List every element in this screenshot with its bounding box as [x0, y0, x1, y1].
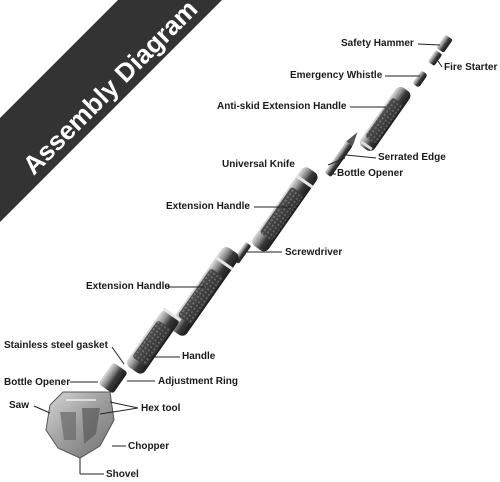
- label-bottle-opener-top: Bottle Opener: [337, 168, 404, 179]
- anti-skid-handle-part: [359, 86, 411, 151]
- label-hex-tool: Hex tool: [141, 403, 181, 414]
- safety-hammer-part: [428, 35, 453, 66]
- universal-knife-part: [325, 132, 358, 177]
- label-handle: Handle: [182, 351, 216, 362]
- label-shovel: Shovel: [106, 469, 139, 480]
- label-chopper: Chopper: [128, 441, 170, 452]
- label-stainless-steel-gasket: Stainless steel gasket: [4, 340, 108, 351]
- label-bottle-opener-bottom: Bottle Opener: [4, 377, 71, 388]
- label-saw: Saw: [9, 400, 30, 411]
- label-extension-handle-2: Extension Handle: [86, 281, 170, 292]
- label-emergency-whistle: Emergency Whistle: [290, 70, 383, 81]
- label-safety-hammer: Safety Hammer: [341, 38, 414, 49]
- label-screwdriver: Screwdriver: [285, 247, 343, 258]
- label-anti-skid-extension-handle: Anti-skid Extension Handle: [217, 101, 347, 112]
- label-serrated-edge: Serrated Edge: [378, 152, 446, 163]
- handle-part: [126, 307, 182, 374]
- extension-handle-2-part: [169, 247, 239, 336]
- leader-lines: [33, 43, 443, 475]
- title-banner: [0, 0, 222, 222]
- label-fire-starter: Fire Starter: [444, 62, 498, 73]
- label-extension-handle-1: Extension Handle: [166, 201, 250, 212]
- shovel-blade-part: [45, 391, 115, 459]
- emergency-whistle-part: [413, 71, 427, 87]
- extension-handle-1-part: [252, 167, 318, 252]
- label-adjustment-ring: Adjustment Ring: [158, 376, 238, 387]
- label-universal-knife: Universal Knife: [222, 159, 295, 170]
- adjustment-ring-part: [99, 363, 127, 393]
